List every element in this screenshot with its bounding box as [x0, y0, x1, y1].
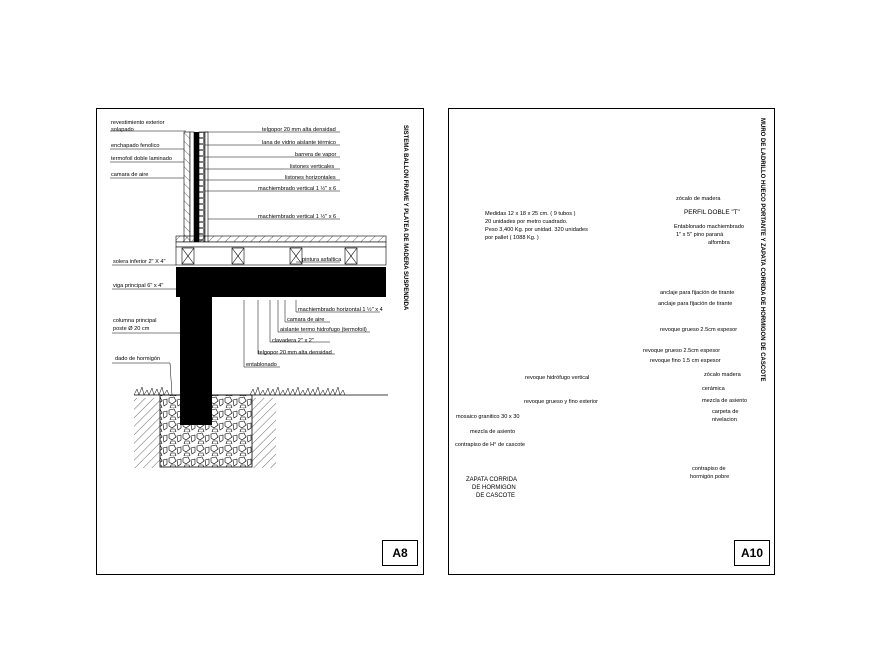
a10-title: MURO DE LADRILLO HUECO PORTANTE Y ZAPATA… [759, 118, 765, 382]
a10-label-revoque-fino: revoque fino 1.5 cm espesor [650, 358, 721, 364]
a8-label-viga: viga principal 6" x 4" [113, 283, 164, 289]
a8-title: SISTEMA BALLON FRAME Y PLATEA DE MADERA … [402, 125, 408, 311]
a10-label-revoque-grueso-2: revoque grueso 2.5cm espesor [643, 348, 721, 354]
a8-label-lana: lana de vidrio aislante térmico [262, 140, 336, 146]
a8-label-poste: poste Ø 20 cm [113, 326, 150, 332]
a10-label-carpeta: carpeta de [712, 409, 739, 415]
a10-label-ceramica: cerámica [702, 386, 725, 392]
a10-sheet-id: A10 [734, 540, 770, 566]
a10-label-anclaje-2: anclaje para fijación de tirante [658, 301, 733, 307]
a10-label-contrapiso-h: contrapiso de H° de cascote [455, 442, 526, 448]
a10-label-revoque-hidrofugo: revoque hidrófugo vertical [525, 375, 590, 381]
a8-label-clavadera: clavadera 2" x 2" [272, 338, 314, 344]
a8-label-listones-h: listones horizontales [285, 175, 336, 181]
a8-sheet-id: A8 [382, 540, 418, 566]
a8-label-entablonado: entablonado [246, 362, 277, 368]
a10-label-mezcla-1: mezcla de asiento [702, 398, 748, 404]
a10-label-entablonado: Entablonado machiembrado [674, 224, 744, 230]
a10-label-contrapiso: contrapiso de [692, 466, 726, 472]
a8-label-enchapado: enchapado fenolico [111, 143, 160, 149]
a8-label-dado: dado de hormigón [115, 356, 161, 362]
a10-label-perfil: PERFIL DOBLE "T" [684, 209, 740, 216]
a8-label-pintura: pintura asfaltica [302, 257, 342, 263]
a10-label-nivelacion: nivelacion [712, 417, 737, 423]
a8-label-camara-aire: camara de aire [287, 317, 325, 323]
a10-label-mosaico: mosaico granitico 30 x 30 [456, 414, 520, 420]
a10-label-revoque-exterior: revoque grueso y fino exterior [524, 399, 599, 405]
a10-label-pino: 1" x 5" pino paraná [676, 232, 724, 238]
a8-label-listones-v: listones verticales [290, 164, 335, 170]
a8-floor-section [110, 130, 388, 468]
sheet-a10 [448, 108, 775, 575]
a10-label-hormigon-pobre: hormigón pobre [690, 474, 730, 480]
a10-brick-spec: Medidas 12 x 18 x 25 cm. ( 9 tubos ) 20 … [485, 211, 588, 241]
a8-label-camara: camara de aire [111, 172, 149, 178]
a8-wall-section [183, 131, 209, 243]
a10-label-mezcla-2: mezcla de asiento [470, 429, 516, 435]
a10-label-zapata-2: DE HORMIGON [472, 485, 516, 491]
a10-label-zapata-3: DE CASCOTE [476, 493, 516, 499]
a8-label-machiembrado-2: machiembrado vertical 1 ½" x 6 [258, 214, 337, 220]
a8-label-telgopor-2: telgopor 20 mm alta densidad [258, 350, 332, 356]
sheet-a8 [96, 108, 424, 575]
a8-label-columna: columna principal [113, 318, 157, 324]
a8-label-aislante: aislante termo hidrofugo (termofoil) [280, 327, 367, 333]
a8-label-telgopor-1: telgopor 20 mm alta densidad [262, 127, 336, 133]
a10-label-alfombra: alfombra [708, 240, 730, 246]
a8-label-barrera: barrera de vapor [295, 152, 337, 158]
a8-label-solera: solera inferior 2" X 4" [113, 259, 166, 265]
a8-label-machiembrado-1: machiembrado vertical 1 ½" x 6 [258, 186, 337, 192]
a10-label-zocalo-madera: zócalo de madera [676, 196, 721, 202]
a10-label-revoque-grueso-1: revoque grueso 2.5cm espesor [660, 327, 738, 333]
a8-label-revestimiento: revestimiento exterior [111, 120, 165, 126]
a10-label-zocalo: zócalo madera [704, 372, 741, 378]
a10-label-zapata-1: ZAPATA CORRIDA [466, 477, 518, 483]
a8-label-termofoil: termofoil doble laminado [111, 156, 172, 162]
a10-label-anclaje-1: anclaje para fijación de tirante [660, 290, 735, 296]
a8-label-machiembrado-h: machiembrado horizontal 1 ½" x 4 [298, 307, 383, 313]
a8-label-solapado: solapado [111, 127, 134, 133]
